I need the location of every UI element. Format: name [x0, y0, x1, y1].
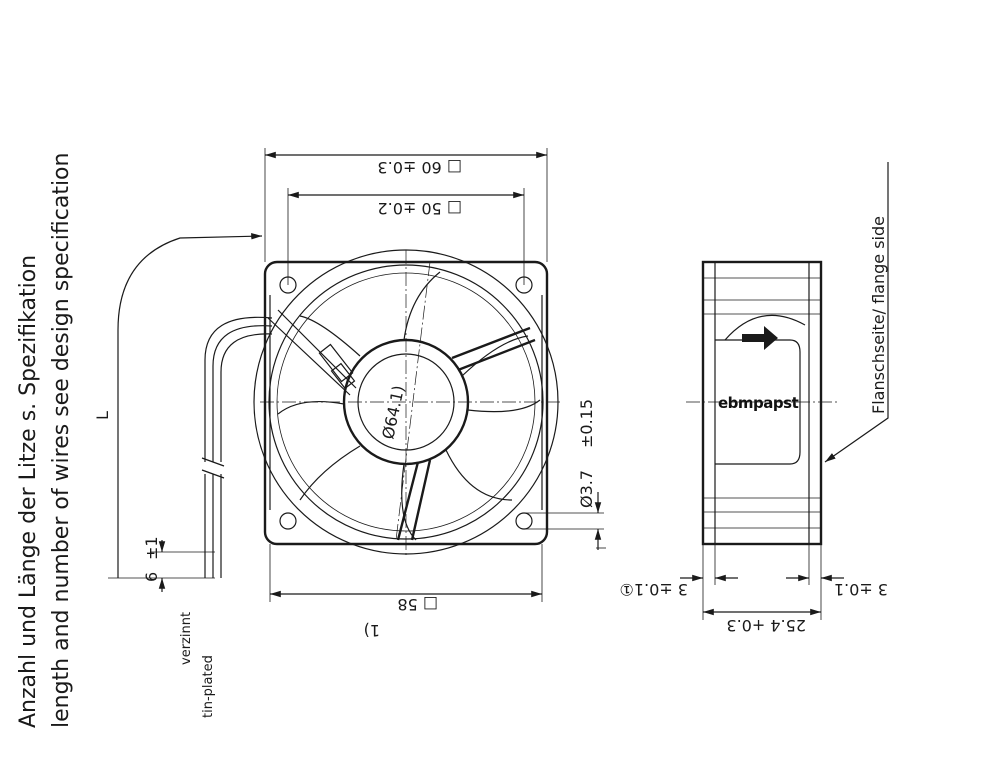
flange-right-label: 3 ±0.1 [834, 580, 888, 599]
flange-side-label: Flanschseite/ flange side [869, 216, 888, 414]
wire-length-dimension: L 6 ±1 [93, 233, 263, 592]
fan-side-view: ebmpapst [686, 260, 840, 546]
frame-dimensions: □ 60 ±0.3 □ 50 ±0.2 [264, 148, 548, 285]
outer-size-label: □ 60 ±0.3 [378, 158, 463, 177]
brand-logo: ebmpapst [718, 394, 799, 412]
note-tin-de: verzinnt [179, 612, 194, 665]
hole-pitch-label: □ 50 ±0.2 [378, 199, 463, 218]
strip-length-label: 6 [142, 572, 161, 582]
side-dimensions: 3 ±0.1① 3 ±0.1 25.4 +0.3 [620, 544, 888, 635]
flange-side-leader: Flanschseite/ flange side [824, 162, 889, 463]
body-note-label: 1) [364, 621, 380, 640]
strip-tolerance-label: ±1 [142, 536, 161, 560]
flange-left-label: 3 ±0.1① [620, 580, 688, 599]
body-dimension: □ 58 1) [269, 544, 543, 640]
hole-tolerance-label: ±0.15 [577, 399, 596, 448]
hole-diameter-dimension: Ø3.7 ±0.15 [524, 399, 606, 550]
note-wires-en: length and number of wires see design sp… [49, 153, 74, 728]
body-size-label: □ 58 [397, 595, 438, 614]
mount-hole-br [515, 512, 533, 530]
note-tin-en: tin-plated [201, 655, 216, 718]
hole-diameter-label: Ø3.7 [577, 470, 596, 508]
airflow-arrow-icon [742, 326, 778, 350]
note-wires-de: Anzahl und Länge der Litze s. Spezifikat… [16, 255, 41, 728]
mount-hole-bl [279, 512, 297, 530]
fan-front-view: Ø64.1) [253, 249, 560, 558]
wire-length-label: L [93, 411, 112, 420]
lead-wires [201, 316, 273, 578]
depth-label: 25.4 +0.3 [726, 616, 806, 635]
hub-diameter-label: Ø64.1) [378, 384, 408, 441]
